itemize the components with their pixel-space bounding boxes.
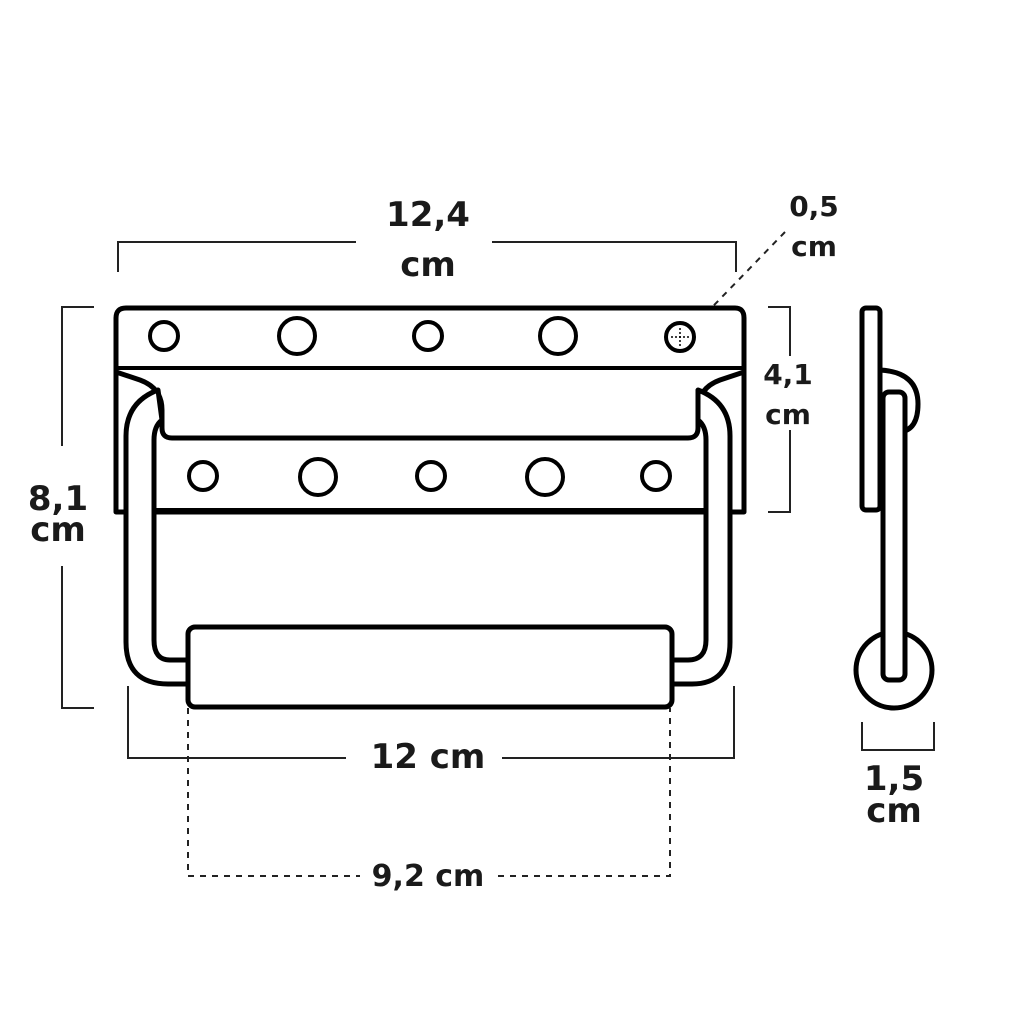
handle-grip — [185, 624, 675, 710]
screw-hole — [298, 457, 338, 497]
dimension-handle-width-label: 12 cm — [371, 737, 486, 777]
dimension-plate-height-unit: cm — [765, 398, 811, 431]
screw-hole — [415, 460, 447, 492]
dimension-grip-width: 9,2 cm — [187, 708, 671, 894]
dimension-grip-width-label: 9,2 cm — [372, 859, 485, 894]
screw-hole — [187, 460, 219, 492]
top-hole-row — [148, 316, 696, 356]
dimension-hole-diameter-unit: cm — [791, 230, 837, 263]
dimension-depth-unit: cm — [866, 791, 922, 831]
dimension-hole-diameter: 0,5 cm — [687, 190, 839, 333]
screw-hole — [538, 316, 578, 356]
dimension-total-height-value: 8,1 — [28, 479, 88, 519]
dimension-handle-width: 12 cm — [127, 686, 735, 777]
screw-hole — [148, 320, 180, 352]
dimension-width-top-unit: cm — [400, 245, 456, 285]
dimension-total-height: 8,1 cm — [28, 306, 94, 709]
dimension-total-height-unit: cm — [30, 510, 86, 550]
dimension-hole-diameter-value: 0,5 — [789, 190, 839, 223]
lower-hole-row — [187, 457, 672, 497]
dimension-plate-height: 4,1 cm — [763, 306, 813, 513]
screw-hole — [412, 320, 444, 352]
handle-front-view — [113, 305, 747, 710]
dimension-width-top: 12,4 cm — [117, 195, 737, 285]
dimension-width-top-value: 12,4 — [386, 195, 470, 235]
side-plate-profile — [859, 305, 883, 513]
dimension-plate-height-value: 4,1 — [763, 358, 813, 391]
screw-hole — [277, 316, 317, 356]
dimension-depth: 1,5 cm — [861, 722, 935, 831]
handle-bail — [123, 387, 733, 687]
screw-hole — [525, 457, 565, 497]
screw-hole — [640, 460, 672, 492]
side-bail-profile — [880, 389, 908, 683]
handle-side-view — [853, 305, 935, 711]
dimension-depth-value: 1,5 — [864, 759, 924, 799]
